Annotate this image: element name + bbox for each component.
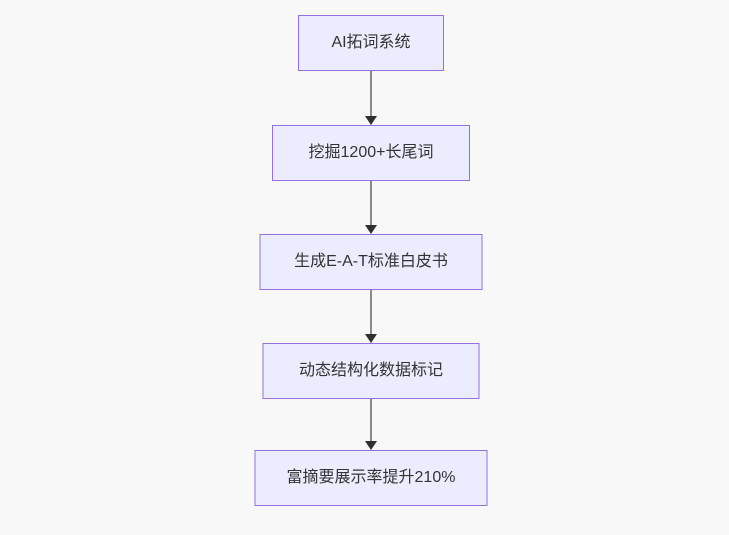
arrowhead-down-icon [365,225,377,234]
flow-arrow-2 [365,181,377,234]
arrowhead-down-icon [365,116,377,125]
arrow-line [370,399,372,442]
flow-node-label: 富摘要展示率提升210% [286,469,456,486]
flow-node-label: 挖掘1200+长尾词 [308,144,434,161]
flow-node-1: AI拓词系统 [298,15,444,71]
flow-node-label: 生成E-A-T标准白皮书 [294,253,448,270]
flow-node-label: AI拓词系统 [331,34,411,51]
arrow-line [370,71,372,117]
flow-node-5: 富摘要展示率提升210% [254,450,488,506]
arrowhead-down-icon [365,441,377,450]
flow-arrow-4 [365,399,377,450]
flow-arrow-3 [365,290,377,343]
flow-node-3: 生成E-A-T标准白皮书 [259,234,483,290]
flow-node-2: 挖掘1200+长尾词 [272,125,470,181]
arrowhead-down-icon [365,334,377,343]
arrow-line [370,181,372,226]
flow-arrow-1 [365,71,377,125]
flow-node-label: 动态结构化数据标记 [298,362,443,379]
arrow-line [370,290,372,335]
flow-node-4: 动态结构化数据标记 [262,343,480,399]
